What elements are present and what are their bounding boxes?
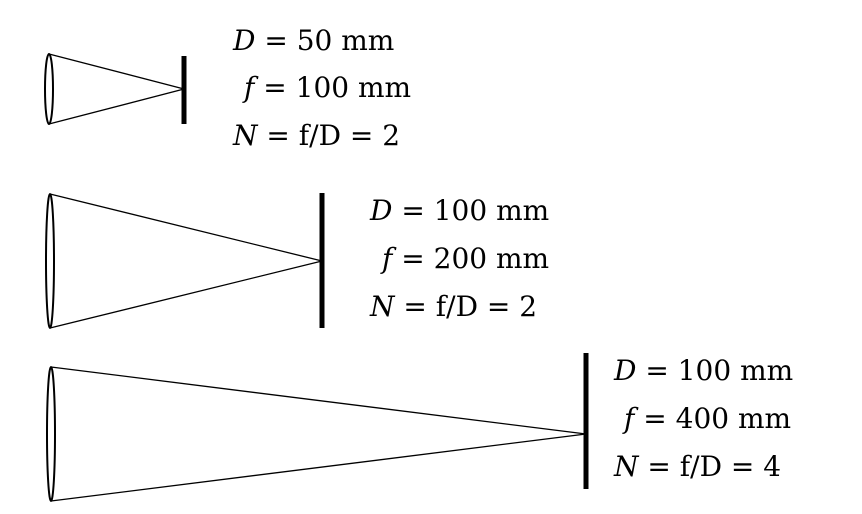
lens-diagram-2: D = 100 mm f = 200 mm N = f/D = 2	[45, 193, 549, 329]
lens-aperture-1	[44, 53, 54, 125]
label-aperture-3: D = 100 mm	[613, 354, 793, 387]
label-focal-length-2: f = 200 mm	[380, 242, 549, 275]
label-aperture-2: D = 100 mm	[369, 194, 549, 227]
light-ray-top-3	[50, 366, 587, 435]
light-ray-top-1	[48, 53, 185, 90]
label-aperture-1: D = 50 mm	[232, 24, 394, 57]
label-focal-length-3: f = 400 mm	[622, 402, 791, 435]
lens-aperture-3	[46, 366, 56, 502]
parameters-3: D = 100 mm f = 400 mm N = f/D = 4	[613, 354, 793, 483]
light-ray-top-2	[49, 193, 323, 262]
light-ray-bottom-3	[50, 433, 587, 502]
light-ray-bottom-2	[49, 260, 323, 329]
lens-diagram-1: D = 50 mm f = 100 mm N = f/D = 2	[44, 24, 411, 152]
light-ray-bottom-1	[48, 88, 185, 125]
lens-aperture-2	[45, 193, 55, 329]
label-f-number-2: N = f/D = 2	[369, 290, 537, 323]
lens-diagram-3: D = 100 mm f = 400 mm N = f/D = 4	[46, 353, 793, 502]
label-focal-length-1: f = 100 mm	[242, 71, 411, 104]
parameters-2: D = 100 mm f = 200 mm N = f/D = 2	[369, 194, 549, 323]
label-f-number-3: N = f/D = 4	[613, 450, 781, 483]
parameters-1: D = 50 mm f = 100 mm N = f/D = 2	[232, 24, 411, 152]
label-f-number-1: N = f/D = 2	[232, 119, 400, 152]
